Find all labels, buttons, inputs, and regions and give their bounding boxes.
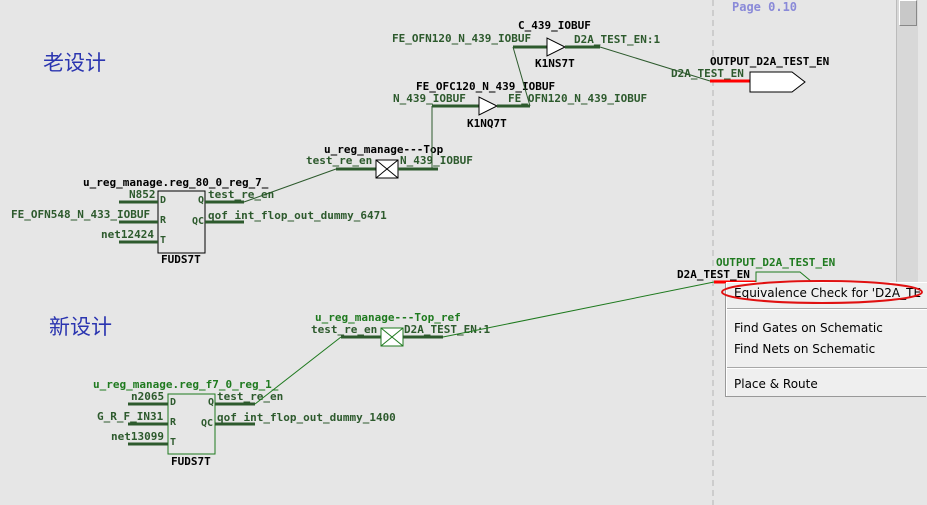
- buffer-feofc120-symbol[interactable]: [478, 96, 499, 116]
- scrollbar-thumb[interactable]: [899, 0, 917, 26]
- hier-ref-symbol-x2: [380, 327, 404, 347]
- flop-new-inst-label: u_reg_manage.reg_f7_0_reg_1_: [93, 378, 279, 391]
- flop-old-pin-qc: QC: [192, 216, 204, 227]
- flop-old-net-d: N852: [129, 188, 156, 201]
- flop-new[interactable]: u_reg_manage.reg_f7_0_reg_1_ D R T Q QC …: [93, 378, 396, 468]
- menu-item-find-nets[interactable]: Find Nets on Schematic: [734, 342, 876, 356]
- buffer-feofc120-out-net-label: FE_OFN120_N_439_IOBUF: [508, 92, 647, 105]
- flop-new-net-r: G_R_F_IN31: [97, 410, 164, 423]
- flop-new-pin-q: Q: [208, 397, 214, 408]
- flop-old-pin-r: R: [160, 215, 167, 226]
- hier-top-in-net-label: test_re_en: [306, 154, 372, 167]
- flop-old-net-q: test_re_en: [208, 188, 274, 201]
- buffer-c439-inst-label: C_439_IOBUF: [518, 19, 591, 32]
- flop-old-inst-label: u_reg_manage.reg_80_0_reg_7_: [83, 176, 269, 189]
- hier-top-symbol-x2: [375, 159, 399, 179]
- flop-new-pin-qc: QC: [201, 418, 213, 429]
- flop-new-pin-t: T: [170, 437, 176, 448]
- buffer-feofc120-in-net-label: N_439_IOBUF: [393, 92, 466, 105]
- buffer-feofc120[interactable]: FE_OFC120_N_439_IOBUF N_439_IOBUF FE_OFN…: [393, 80, 647, 130]
- flop-new-pin-r: R: [170, 417, 177, 428]
- menu-item-place-route[interactable]: Place & Route: [734, 377, 818, 391]
- new-output-port-name: OUTPUT_D2A_TEST_EN: [716, 256, 835, 269]
- menu-item-equivalence-check[interactable]: Equivalence Check for 'D2A_TE: [734, 286, 922, 300]
- new-design-heading: 新设计: [49, 315, 112, 339]
- flop-new-type-label: FUDS7T: [171, 455, 211, 468]
- flop-old-net-r: FE_OFN548_N_433_IOBUF: [11, 208, 150, 221]
- hier-block-top-ref[interactable]: u_reg_manage---Top_ref test_re_en D2A_TE…: [311, 311, 490, 347]
- flop-old-net-qc: qof_int_flop_out_dummy_6471: [208, 209, 387, 222]
- buffer-feofc120-inst-label: FE_OFC120_N_439_IOBUF: [416, 80, 555, 93]
- hier-ref-in-net-label: test_re_en: [311, 323, 377, 336]
- page-label: Page 0.10: [732, 0, 797, 14]
- hier-ref-out-net-label: D2A_TEST_EN:1: [404, 323, 490, 336]
- hier-top-out-net-label: N_439_IOBUF: [400, 154, 473, 167]
- new-output-port-symbol[interactable]: [755, 271, 813, 283]
- wire-buf1-to-port: [599, 46, 711, 82]
- buffer-feofc120-type-label: K1NQ7T: [467, 117, 507, 130]
- menu-separator-1: [727, 308, 927, 310]
- hier-ref-inst-label: u_reg_manage---Top_ref: [315, 311, 461, 324]
- buffer-c439-type-label: K1NS7T: [535, 57, 575, 70]
- old-wires: [243, 46, 711, 203]
- old-output-port-net: D2A_TEST_EN: [671, 67, 744, 80]
- flop-new-net-qc: qof_int_flop_out_dummy_1400: [217, 411, 396, 424]
- new-output-port-net: D2A_TEST_EN: [677, 268, 750, 281]
- old-output-port[interactable]: OUTPUT_D2A_TEST_EN D2A_TEST_EN: [671, 55, 829, 93]
- flop-new-net-t: net13099: [111, 430, 164, 443]
- flop-new-pin-d: D: [170, 397, 176, 408]
- flop-old-pin-t: T: [160, 235, 166, 246]
- new-wires: [254, 281, 715, 405]
- wire-buf2-to-buf1: [512, 46, 531, 107]
- hier-block-top[interactable]: u_reg_manage---Top test_re_en N_439_IOBU…: [306, 143, 473, 179]
- flop-old-pin-d: D: [160, 195, 166, 206]
- buffer-c439-out-net-label: D2A_TEST_EN:1: [574, 33, 660, 46]
- hier-top-inst-label: u_reg_manage---Top: [324, 143, 444, 156]
- new-output-port[interactable]: OUTPUT_D2A_TEST_EN D2A_TEST_EN: [677, 256, 835, 284]
- buffer-c439-iobuf[interactable]: C_439_IOBUF FE_OFN120_N_439_IOBUF D2A_TE…: [392, 19, 660, 70]
- flop-old-type-label: FUDS7T: [161, 253, 201, 266]
- flop-old-pin-q: Q: [198, 195, 204, 206]
- flop-new-net-q: test_re_en: [217, 390, 283, 403]
- menu-separator-2: [727, 367, 927, 369]
- buffer-c439-symbol[interactable]: [546, 37, 567, 57]
- old-output-port-name: OUTPUT_D2A_TEST_EN: [710, 55, 829, 68]
- old-design-group: 老设计 C_439_IOBUF FE_OFN120_N_439_IOBUF D2…: [11, 19, 829, 266]
- flop-old[interactable]: u_reg_manage.reg_80_0_reg_7_ D R T Q QC …: [11, 176, 387, 266]
- old-output-port-symbol[interactable]: [749, 71, 806, 93]
- flop-old-net-t: net12424: [101, 228, 154, 241]
- new-design-group: 新设计 OUTPUT_D2A_TEST_EN D2A_TEST_EN u_reg…: [49, 256, 835, 468]
- buffer-c439-in-net-label: FE_OFN120_N_439_IOBUF: [392, 32, 531, 45]
- menu-item-find-gates[interactable]: Find Gates on Schematic: [734, 321, 883, 335]
- wire-q-to-hier: [243, 168, 337, 203]
- context-menu: Equivalence Check for 'D2A_TE Find Gates…: [726, 282, 927, 396]
- flop-new-net-d: n2065: [131, 390, 164, 403]
- wire-new-q-to-hier: [254, 336, 342, 405]
- wire-new-hier-to-port: [442, 281, 715, 338]
- old-design-heading: 老设计: [43, 51, 106, 75]
- vertical-scrollbar[interactable]: [896, 0, 918, 282]
